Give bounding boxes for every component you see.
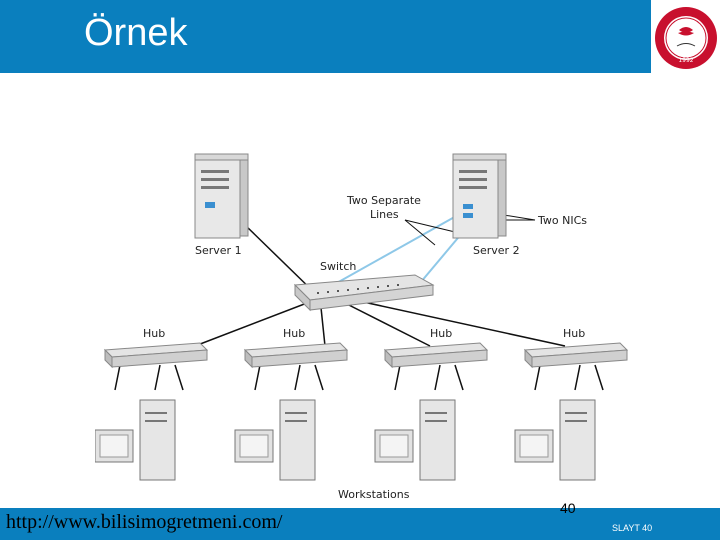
page-title: Örnek bbox=[84, 12, 188, 54]
hub-label-3: Hub bbox=[430, 327, 452, 340]
hub-label-2: Hub bbox=[283, 327, 305, 340]
server-2 bbox=[452, 153, 507, 239]
two-lines-label-2: Lines bbox=[370, 208, 399, 221]
workstation-2 bbox=[234, 399, 316, 481]
two-nics-label: Two NICs bbox=[537, 214, 587, 227]
footer-url: http://www.bilisimogretmeni.com/ bbox=[6, 511, 283, 533]
hub-label-4: Hub bbox=[563, 327, 585, 340]
workstations-label: Workstations bbox=[338, 488, 410, 501]
switch-hub4-line bbox=[344, 297, 566, 347]
workstation-1 bbox=[94, 399, 176, 481]
switch-hub1-line bbox=[194, 297, 321, 347]
slide-label: SLAYT 40 bbox=[612, 523, 653, 533]
logo-seal-icon: 1992 bbox=[655, 7, 717, 69]
hub-1 bbox=[103, 342, 209, 369]
footer-bar bbox=[0, 508, 720, 540]
hub-4 bbox=[523, 342, 629, 369]
workstation-3 bbox=[374, 399, 456, 481]
hub-2 bbox=[243, 342, 349, 369]
switch-label: Switch bbox=[320, 260, 356, 273]
svg-text:1992: 1992 bbox=[678, 57, 693, 64]
switch-device bbox=[293, 274, 435, 312]
network-diagram: Server 1 Server 2 Switch Two Separate Li… bbox=[94, 150, 630, 505]
workstation-4 bbox=[514, 399, 596, 481]
university-logo: 1992 bbox=[651, 0, 720, 78]
header-bar: Örnek bbox=[0, 0, 720, 73]
server2-label: Server 2 bbox=[473, 244, 520, 257]
server1-label: Server 1 bbox=[195, 244, 242, 257]
server-1 bbox=[194, 153, 249, 239]
page-number: 40 bbox=[560, 500, 576, 516]
hub-3 bbox=[383, 342, 489, 369]
hub-label-1: Hub bbox=[143, 327, 165, 340]
switch-hub3-line bbox=[334, 297, 431, 347]
two-lines-label-1: Two Separate bbox=[346, 194, 421, 207]
